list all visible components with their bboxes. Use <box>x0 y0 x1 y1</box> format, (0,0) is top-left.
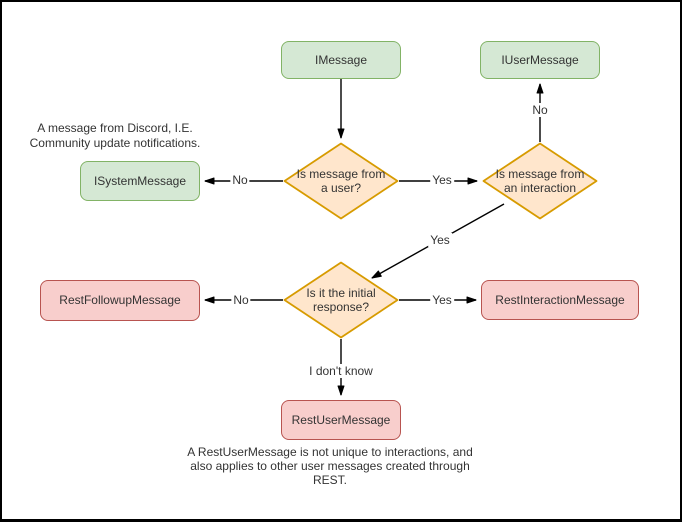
node-decision-is-from-interaction: Is message from an interaction <box>482 142 598 220</box>
decision-is-from-interaction-label: Is message from an interaction <box>495 166 585 195</box>
edge-label-initial-unknown: I don't know <box>307 364 375 378</box>
edge-label-user-yes: Yes <box>430 173 454 187</box>
decision-is-from-user-label: Is message from a user? <box>296 166 386 195</box>
node-decision-is-from-user: Is message from a user? <box>283 142 399 220</box>
rest-user-message-note: A RestUserMessage is not unique to inter… <box>187 445 473 487</box>
system-message-note: A message from Discord, I.E. Community u… <box>29 121 201 150</box>
diamond-shape-icon <box>283 261 399 339</box>
node-isystemmessage-label: ISystemMessage <box>93 173 187 188</box>
node-iusermessage-label: IUserMessage <box>501 52 579 67</box>
node-iusermessage: IUserMessage <box>480 41 600 79</box>
edge-label-interaction-no: No <box>530 103 550 117</box>
node-restusermessage: RestUserMessage <box>281 400 401 440</box>
node-imessage-label: IMessage <box>314 52 368 67</box>
diamond-shape-icon <box>482 142 598 220</box>
edge-label-user-no: No <box>230 173 250 187</box>
node-imessage: IMessage <box>281 41 401 79</box>
edge-label-initial-yes: Yes <box>430 293 454 307</box>
node-isystemmessage: ISystemMessage <box>80 161 200 201</box>
decision-is-initial-response-label: Is it the initial response? <box>306 285 376 314</box>
node-restfollowupmessage: RestFollowupMessage <box>40 280 200 321</box>
node-restfollowupmessage-label: RestFollowupMessage <box>59 293 181 308</box>
edge-label-initial-no: No <box>231 293 251 307</box>
node-restusermessage-label: RestUserMessage <box>291 412 391 427</box>
edge-label-interaction-yes: Yes <box>428 233 452 247</box>
node-restinteractionmessage: RestInteractionMessage <box>481 280 639 320</box>
diamond-shape-icon <box>283 142 399 220</box>
node-restinteractionmessage-label: RestInteractionMessage <box>495 292 625 307</box>
node-decision-is-initial-response: Is it the initial response? <box>283 261 399 339</box>
